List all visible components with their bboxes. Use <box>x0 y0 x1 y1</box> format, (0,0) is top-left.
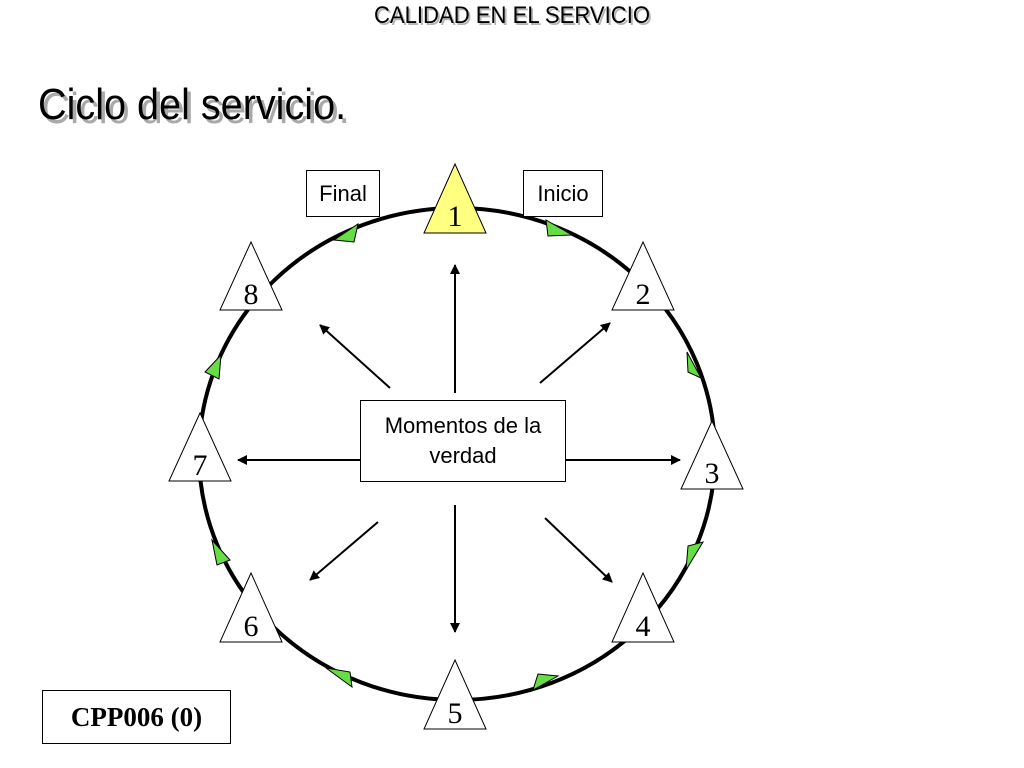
node-5: 5 <box>423 658 487 730</box>
node-7: 7 <box>168 411 232 482</box>
node-5-triangle <box>423 658 487 730</box>
node-7-label: 7 <box>193 449 208 482</box>
flow-arrow <box>532 673 560 692</box>
node-2-label: 2 <box>636 278 651 311</box>
node-5-label: 5 <box>448 697 463 730</box>
header-title: CALIDAD EN EL SERVICIO <box>373 2 651 29</box>
slide-title: Ciclo del servicio. <box>38 80 347 129</box>
flow-arrow <box>332 222 359 243</box>
flow-arrow <box>204 353 222 380</box>
center-line-2: verdad <box>429 443 497 468</box>
node-3-triangle <box>680 419 744 490</box>
arrow-to-6 <box>309 521 379 581</box>
node-8-label: 8 <box>244 278 259 311</box>
node-1: 1 <box>423 162 487 234</box>
flow-arrow <box>686 351 703 380</box>
node-4-label: 4 <box>636 610 651 643</box>
node-4: 4 <box>611 571 675 643</box>
final-label-box: Final <box>306 170 380 217</box>
node-6-triangle <box>219 571 283 643</box>
moments-of-truth-box: Momentos de la verdad <box>360 400 566 482</box>
node-6: 6 <box>219 571 283 643</box>
node-2-triangle <box>611 240 675 311</box>
arrow-to-4 <box>544 517 613 583</box>
flow-arrow <box>211 538 231 566</box>
node-8-triangle <box>219 240 283 311</box>
flow-arrowheads <box>204 219 705 692</box>
flow-arrow <box>325 667 353 689</box>
flow-arrow <box>545 219 574 237</box>
inicio-label: Inicio <box>537 180 589 206</box>
inicio-label-box: Inicio <box>523 170 603 217</box>
node-2: 2 <box>611 240 675 311</box>
code-label: CPP006 (0) <box>70 701 203 732</box>
node-8: 8 <box>219 240 283 311</box>
arrow-to-2 <box>539 322 611 384</box>
node-7-triangle <box>168 411 232 482</box>
arrow-to-8 <box>319 324 391 389</box>
code-box: CPP006 (0) <box>42 690 231 744</box>
flow-arrow <box>685 541 705 571</box>
final-label: Final <box>319 180 367 206</box>
node-3: 3 <box>680 419 744 490</box>
node-3-label: 3 <box>705 457 720 490</box>
node-6-label: 6 <box>244 610 259 643</box>
moment-nodes: 1 2 3 4 5 6 7 8 <box>168 162 744 730</box>
node-1-label: 1 <box>448 200 463 233</box>
center-line-1: Momentos de la <box>384 413 542 438</box>
node-4-triangle <box>611 571 675 643</box>
node-1-triangle <box>423 162 487 234</box>
